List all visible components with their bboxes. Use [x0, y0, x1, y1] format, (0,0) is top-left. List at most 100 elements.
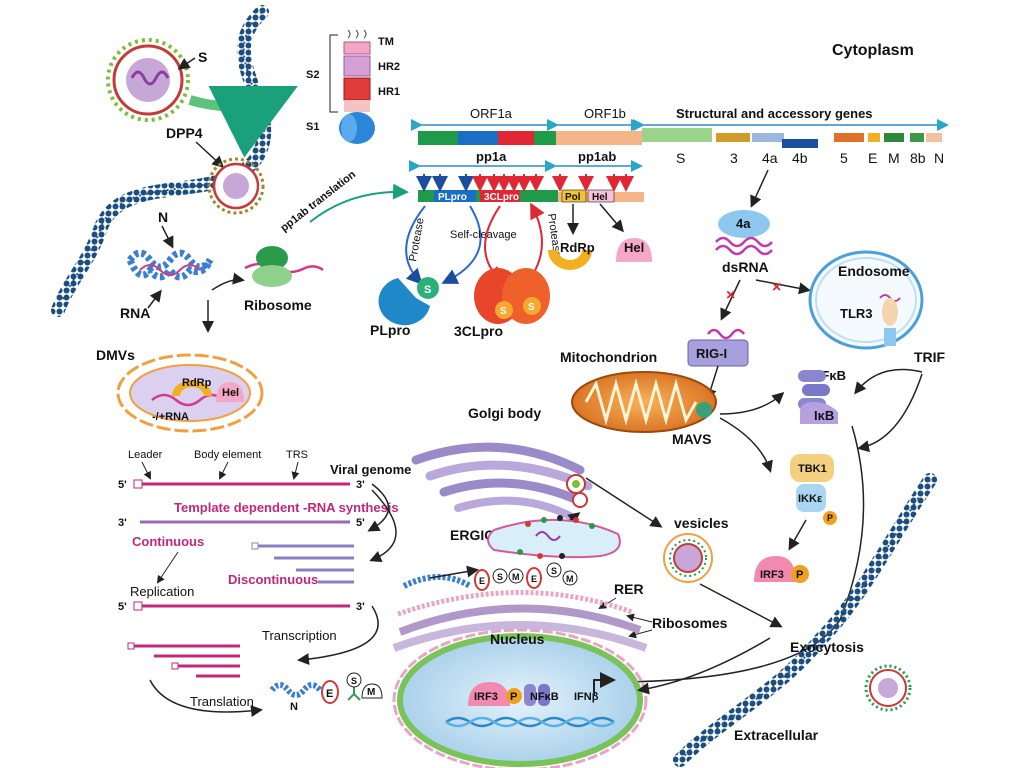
continuous-label: Continuous	[132, 534, 204, 549]
dmv-hel-label: Hel	[222, 387, 239, 399]
orf1a-label: ORF1a	[470, 106, 513, 121]
zoom-arrow	[188, 86, 298, 158]
svg-text:E: E	[531, 574, 537, 584]
discontinuous-label: Discontinuous	[228, 572, 318, 587]
strand3-3prime: 3'	[356, 601, 365, 613]
rdrp-protein	[548, 250, 592, 270]
3clpro-label: 3CLpro	[454, 323, 503, 339]
svg-text:S: S	[351, 676, 357, 686]
mavs-protein	[696, 402, 712, 418]
ribosome	[244, 246, 324, 287]
plpro-segment	[434, 190, 476, 202]
translation-label: Translation	[190, 694, 254, 709]
irf3-label: IRF3	[760, 569, 784, 581]
structural-genes-label: Structural and accessory genes	[676, 106, 873, 121]
golgi-body	[411, 442, 593, 520]
rdrp-label: RdRp	[560, 240, 595, 255]
tlr3-receptor	[879, 294, 901, 346]
plpro-protein: S	[378, 277, 439, 326]
exocytosis-label: Exocytosis	[790, 639, 864, 655]
3clpro-segment	[480, 190, 520, 202]
ribosome-label: Ribosome	[244, 297, 312, 313]
ergic-label: ERGIC	[450, 527, 494, 543]
orf1a-bar	[418, 131, 556, 145]
trs-label: TRS	[286, 449, 308, 461]
nuclear-nfkb-label: NFκB	[530, 691, 559, 703]
tbk1-ikke-complex	[790, 454, 837, 525]
mitochondrion-label: Mitochondrion	[560, 349, 657, 365]
dmv-rna-label: -/+RNA	[152, 411, 189, 423]
4a-label: 4a	[736, 216, 751, 231]
strand1-5prime: 5'	[118, 479, 127, 491]
nucleus-label: Nucleus	[490, 631, 545, 647]
tlr3-label: TLR3	[840, 306, 873, 321]
vesicles-label: vesicles	[674, 515, 729, 531]
3clpro-segment-label: 3CLpro	[484, 192, 519, 203]
svg-text:M: M	[512, 572, 520, 582]
dmvs-label: DMVs	[96, 347, 135, 363]
inhibition-cross-1: ×	[726, 287, 735, 304]
entering-virion	[207, 157, 265, 215]
protease-label-1: Protease	[407, 217, 426, 262]
viral-genome-label: Viral genome	[330, 462, 411, 477]
gene-label-3: 3	[730, 150, 738, 166]
spike-s1-label: S1	[306, 121, 319, 133]
cleavage-sites	[416, 174, 634, 192]
dna-strand	[445, 716, 615, 728]
rna-label: RNA	[120, 305, 150, 321]
svg-text:N: N	[290, 701, 298, 713]
strand3-5prime: 5'	[118, 601, 127, 613]
pp1ab-label: pp1ab	[578, 149, 616, 164]
pp1a-label: pp1a	[476, 149, 507, 164]
gene-label-4a: 4a	[762, 150, 778, 166]
genome-strand-3	[133, 601, 350, 611]
rough-er	[392, 590, 648, 652]
tbk1-label: TBK1	[798, 463, 827, 475]
nuclear-irf3	[468, 682, 522, 706]
irf3-phospho-label: P	[796, 569, 803, 581]
plpro-label: PLpro	[370, 322, 410, 338]
spike-protein-diagram	[339, 29, 375, 144]
orf1b-bar	[556, 131, 642, 145]
inhibition-cross-2: ×	[772, 279, 781, 296]
translated-structural-proteins: N E S M	[269, 672, 383, 713]
nuclear-p-label: P	[510, 691, 517, 703]
strand2-3prime: 3'	[118, 517, 127, 529]
3clpro-protein: S S	[474, 268, 550, 324]
ikke-label: IKKε	[798, 493, 823, 505]
nucleocapsid-to-er	[402, 574, 472, 589]
svg-text:S: S	[497, 572, 503, 582]
ifnb-label: IFNβ	[574, 691, 599, 703]
leader-label: Leader	[128, 449, 163, 461]
endosome-label: Endosome	[838, 263, 910, 279]
trif-label: TRIF	[914, 349, 946, 365]
mavs-label: MAVS	[672, 431, 711, 447]
dmv-rdrp-label: RdRp	[182, 377, 212, 389]
svg-text:E: E	[479, 576, 485, 586]
gene-label-n: N	[934, 150, 944, 166]
ribosomes-label: Ribosomes	[652, 615, 728, 631]
plpro-protease-arrow	[405, 205, 426, 285]
hel-label: Hel	[624, 240, 644, 255]
svg-text:S: S	[500, 306, 507, 317]
cytoplasm-label: Cytoplasm	[832, 42, 914, 59]
svg-text:M: M	[367, 687, 375, 698]
strand2-5prime: 5'	[356, 517, 365, 529]
rig-i-label: RIG-I	[696, 346, 727, 361]
structural-gene-blocks	[642, 128, 942, 148]
n-protein-label: N	[158, 209, 168, 225]
mitochondrion	[571, 371, 717, 433]
svg-text:S: S	[551, 566, 557, 576]
dpp4-label: DPP4	[166, 125, 203, 141]
self-cleavage-label: Self-cleavage	[450, 229, 517, 241]
released-virion	[864, 664, 912, 712]
hel-segment	[587, 189, 615, 203]
plpro-segment-label: PLpro	[438, 192, 467, 203]
spike-tm-label: TM	[378, 36, 394, 48]
rer-proteins: E S M E S M	[474, 562, 578, 591]
dsrna-label: dsRNA	[722, 259, 769, 275]
4a-protein	[715, 210, 773, 256]
svg-text:M: M	[566, 574, 574, 584]
spike-s2-label: S2	[306, 69, 319, 81]
